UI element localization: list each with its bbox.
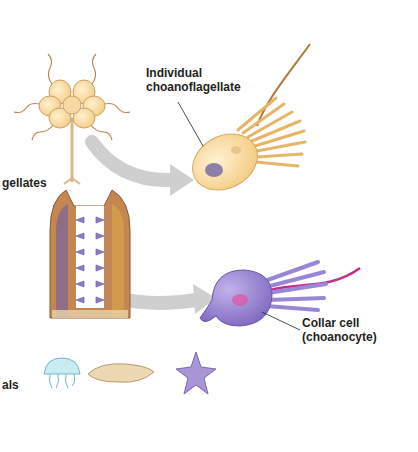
wall-texture [56,204,68,318]
cell-body [200,270,272,326]
group-label: als [2,378,42,392]
arrow-head [170,164,194,196]
illustration-part [104,104,130,113]
illustration-part [76,217,84,223]
colony-cell [63,96,81,114]
illustration-part [96,281,104,287]
flagella [14,54,130,140]
leader-line [262,312,300,330]
transition-arrow [92,142,194,196]
choanocyte-lining [76,217,104,303]
illustration-part [14,104,40,113]
arrow-shaft [92,142,172,180]
illustration-part [96,249,104,255]
illustration-part [48,54,52,84]
stalk-foot [64,178,80,184]
group-label: gellates [2,176,62,190]
illustration-part [96,217,104,223]
illustration-part [96,265,104,271]
illustration-part [268,298,324,300]
nucleus [232,294,248,306]
illustration-part [257,142,305,151]
leader-line [178,102,203,146]
flatworm-icon [88,364,154,383]
vacuole [231,146,241,154]
illustration-part [96,297,104,303]
illustration-part [44,358,80,374]
illustration-part [76,233,84,239]
collar-microvilli [262,262,326,310]
illustration-part [76,249,84,255]
nucleus [205,163,223,177]
illustration-part [268,284,326,293]
illustration-part [76,281,84,287]
sea-star-icon [176,352,216,394]
illustration-part [32,124,54,140]
illustration-part [49,374,74,388]
spongocoel [76,206,104,308]
illustration-part [96,233,104,239]
sponge-wall [50,190,130,318]
illustration-part [90,124,112,140]
flagellum [257,44,310,126]
cell-body [183,123,267,201]
sponge-base [52,310,128,318]
structure-label: Collar cell (choanocyte) [302,316,406,344]
sponge-section [50,190,130,318]
illustration-part [255,162,298,166]
structure-label: Individual choanoflagellate [146,66,264,94]
illustration-part [76,297,84,303]
illustration-part [252,121,300,141]
illustration-part [266,306,318,310]
choanoflagellate-colony [14,54,130,184]
wall-texture [112,204,124,318]
colony-stalk [71,118,74,182]
illustration-part [257,154,302,157]
jellyfish-icon [44,358,80,388]
animal-examples [44,352,216,394]
illustration-part [76,265,84,271]
illustration-part [92,54,96,84]
